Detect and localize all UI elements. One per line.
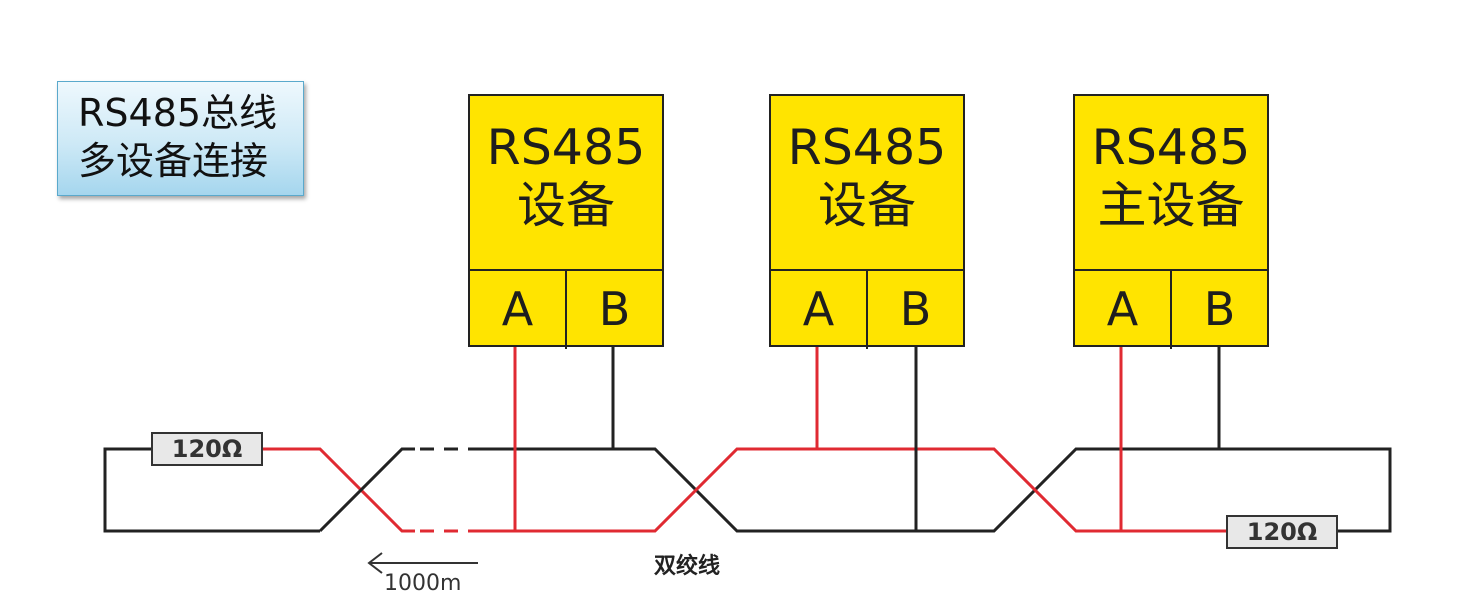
left-terminator-wire <box>103 447 320 533</box>
device-2-pin-a: A <box>771 271 868 349</box>
master-device-name: RS485 主设备 <box>1091 119 1251 234</box>
device-2: RS485 设备 A B <box>769 94 965 349</box>
distance-arrowhead <box>367 552 383 574</box>
master-device: RS485 主设备 A B <box>1073 94 1269 349</box>
device-1-name: RS485 设备 <box>486 119 646 234</box>
wire-a-mid1 <box>470 447 1226 533</box>
device-2-pin-b: B <box>899 282 932 336</box>
right-terminator-resistor: 120Ω <box>1226 515 1338 549</box>
device-2-name: RS485 设备 <box>787 119 947 234</box>
left-terminator-resistor: 120Ω <box>151 432 263 466</box>
twisted-pair-label: 双绞线 <box>654 554 721 579</box>
title-line-2: 多设备连接 <box>78 139 269 183</box>
title-line-1: RS485总线 <box>78 91 278 135</box>
distance-label: 1000m <box>384 571 462 596</box>
device-1-pin-a: A <box>470 271 567 349</box>
wire-b-left <box>318 447 415 533</box>
wire-a-left <box>262 447 415 533</box>
diagram-title: RS485总线 多设备连接 <box>57 81 304 196</box>
device-1: RS485 设备 A B <box>468 94 664 349</box>
master-device-pin-b: B <box>1203 282 1236 336</box>
master-device-pin-a: A <box>1075 271 1172 349</box>
device-1-pin-b: B <box>598 282 631 336</box>
